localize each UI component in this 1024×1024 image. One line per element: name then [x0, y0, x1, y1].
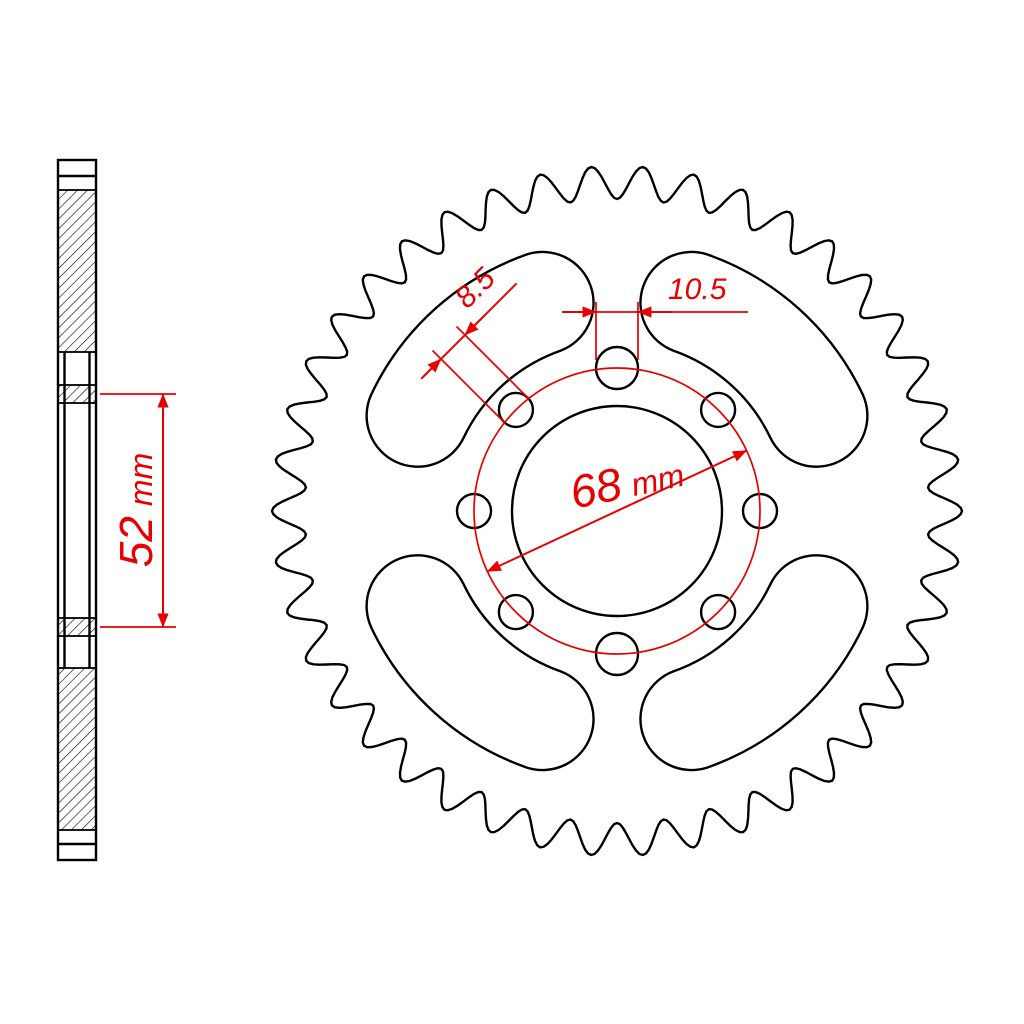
side-profile-view [56, 158, 98, 862]
hole-dim-extension-line-a [455, 325, 530, 400]
lightening-cutouts [365, 250, 869, 772]
side-view-tooth-section-bottom [57, 667, 97, 831]
slot-dimension-label: 10.5 [668, 273, 727, 306]
side-view-hub-band-top [57, 384, 97, 404]
side-view-hub-band-bottom [57, 617, 97, 637]
hole-dim-arrow-b [420, 358, 442, 380]
bolt-circle [473, 367, 761, 655]
hole-dim-extension-line-b [431, 349, 506, 424]
hub-dimension-label: 52mm [110, 453, 162, 567]
side-view-tooth-section-top [57, 189, 97, 353]
bcd-dimension-line [486, 449, 748, 573]
hole-dim-arrow-a [464, 314, 486, 336]
